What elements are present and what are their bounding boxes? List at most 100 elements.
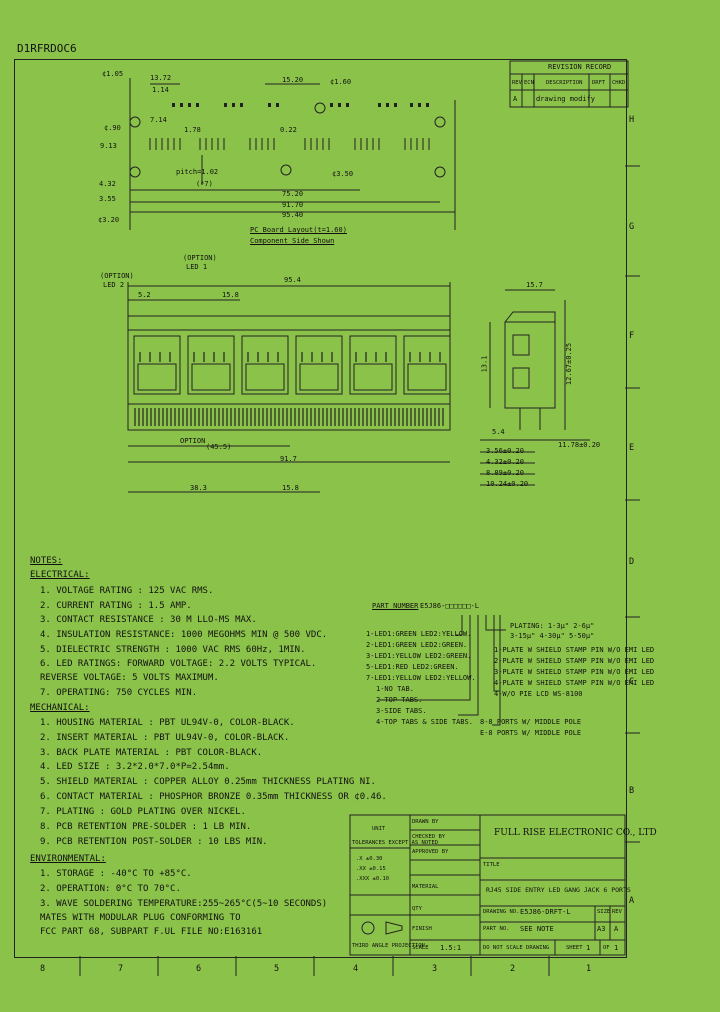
drawing-no: E5J86-DRFT-L [520,908,571,916]
scale-value: 1.5:1 [440,944,462,952]
port-option: 8-8 PORTS W/ MIDDLE POLE [480,718,582,726]
tab-option: 1-NO TAB. [376,685,414,693]
dim-label: 15.7 [526,281,543,289]
zone-number: 7 [118,964,124,974]
note-line: 5. DIELECTRIC STRENGTH : 1000 VAC RMS 60… [40,645,306,655]
zone-number: 5 [274,964,280,974]
dim-label: 3.56±0.20 [486,447,524,455]
material-label: MATERIAL [412,884,439,890]
drawn-label: DRAWN BY [412,819,439,825]
led-option: 1-LED1:GREEN LED2:YELLOW. [366,630,472,638]
plate-option: 2-PLATE W SHIELD STAMP PIN W/O EMI LED [494,657,655,665]
note-line: 6. CONTACT MATERIAL : PHOSPHOR BRONZE 0.… [40,792,387,802]
revision-table [509,60,629,108]
zone-letter: G [629,222,635,232]
note-line: 3. CONTACT RESISTANCE : 30 M LLO-MS MAX. [40,615,257,625]
note-line: 3. WAVE SOLDERING TEMPERATURE:255~265°C(… [40,899,328,909]
pcb-hole-pattern [172,103,429,107]
checked-label: CHECKED BY [412,834,446,840]
zone-number: 3 [432,964,438,974]
zone-number: 4 [353,964,359,974]
part-number-code: E5J86-□□□□□□-L [420,602,480,610]
dim-label: 0.22 [280,126,297,134]
led-option: 5-LED1:RED LED2:GREEN. [366,663,459,671]
dim-label: 91.70 [282,201,304,209]
note-line: 1. VOLTAGE RATING : 125 VAC RMS. [40,586,214,596]
dim-label: 4.32±0.20 [486,458,524,466]
of-label: OF [603,945,610,951]
notes-title: NOTES: [30,556,63,566]
zone-letter: C [629,677,635,687]
unit-label: UNIT [372,826,386,832]
zone-letter: A [629,896,635,906]
dim-label: (OPTION) [183,254,217,262]
drawing-title: RJ45 SIDE ENTRY LED GANG JACK 6 PORTS [486,886,631,894]
note-line: 5. SHIELD MATERIAL : COPPER ALLOY 0.25mm… [40,777,376,787]
plating-option: 3-15μ" 4-30μ" 5-50μ" [510,632,595,640]
dim-label: (45.5) [206,443,232,451]
dim-label: 13.1 [480,355,489,373]
revision-desc: drawing modify [536,95,596,103]
revision-col-drft: DRFT [592,80,606,86]
zone-letter: E [629,443,635,453]
company-name: FULL RISE ELECTRONIC CO., LTD [494,828,657,838]
note-line: 7. PLATING : GOLD PLATING OVER NICKEL. [40,807,246,817]
note-line: 2. OPERATION: 0°C TO 70°C. [40,884,181,894]
front-pins [134,352,444,426]
dim-label: LED 1 [186,263,208,271]
side-view [480,289,590,486]
tolerance-row: .XXX ±0.10 [356,876,390,882]
dim-label: 15.20 [282,76,304,84]
dim-label: 91.7 [280,455,297,463]
dim-label: 9.13 [100,142,117,150]
sheet-label: SHEET [566,945,583,951]
plate-option: 1-PLATE W SHIELD STAMP PIN W/O EMI LED [494,646,655,654]
revision-col-chkd: CHKD [612,80,626,86]
dim-label: 4.32 [99,180,116,188]
dim-label: 75.20 [282,190,304,198]
dim-label: ¢3.20 [98,216,120,224]
revision-title: REVISION RECORD [548,63,612,71]
scale-label: SCALE [412,945,429,951]
environmental-title: ENVIRONMENTAL: [30,854,106,864]
revision-col-desc: DESCRIPTION [546,80,583,86]
dim-label: ¢1.60 [330,78,352,86]
dim-label: 12.67±0.25 [565,342,574,386]
pcb-caption-2: Component Side Shown [250,237,335,245]
plate-option: 4-PLATE W SHIELD STAMP PIN W/O EMI LED [494,679,655,687]
note-line: 7. OPERATING: 750 CYCLES MIN. [40,688,198,698]
dim-label: 8.89±0.20 [486,469,524,477]
zone-number: 6 [196,964,202,974]
dim-label: LED 2 [103,281,125,289]
zone-number: 2 [510,964,516,974]
led-option: 2-LED1:GREEN LED2:GREEN. [366,641,468,649]
pcb-caption-1: PC Board Layout(t=1.60) [250,226,347,234]
led-option: 7-LED1:YELLOW LED2:YELLOW. [366,674,476,682]
of-value: 1 [614,944,619,952]
dim-label: 10.24±0.20 [486,480,529,488]
rev-label: REV [612,909,622,915]
dim-label: ¢.90 [104,124,121,132]
note-line: 2. CURRENT RATING : 1.5 AMP. [40,601,192,611]
part-no: SEE NOTE [520,925,554,933]
dim-label: 3.55 [99,195,116,203]
angle-label: THIRD ANGLE PROJECTION [352,943,425,949]
dim-label: 15.8 [282,484,299,492]
dim-label: ¢3.50 [332,170,354,178]
sheet-value: 1 [586,944,591,952]
dim-label: 15.8 [222,291,239,299]
dim-label: 95.40 [282,211,304,219]
note-line: REVERSE VOLTAGE: 5 VOLTS MAXIMUM. [40,673,219,683]
tab-option: 4-TOP TABS & SIDE TABS. [376,718,473,726]
zone-number: 1 [586,964,592,974]
plating-option: PLATING: 1-3μ" 2-6μ" [510,622,595,630]
tolerance-label: TOLERANCES EXCEPT AS NOTED [352,840,439,846]
dim-label: 38.3 [190,484,207,492]
zone-number: 8 [40,964,46,974]
tolerance-row: .XX ±0.15 [356,866,386,872]
part-number-tree [378,615,506,726]
note-line: 6. LED RATINGS: FORWARD VOLTAGE: 2.2 VOL… [40,659,317,669]
dim-label: 11.78±0.20 [558,441,601,449]
dim-label: 13.72 [150,74,172,82]
